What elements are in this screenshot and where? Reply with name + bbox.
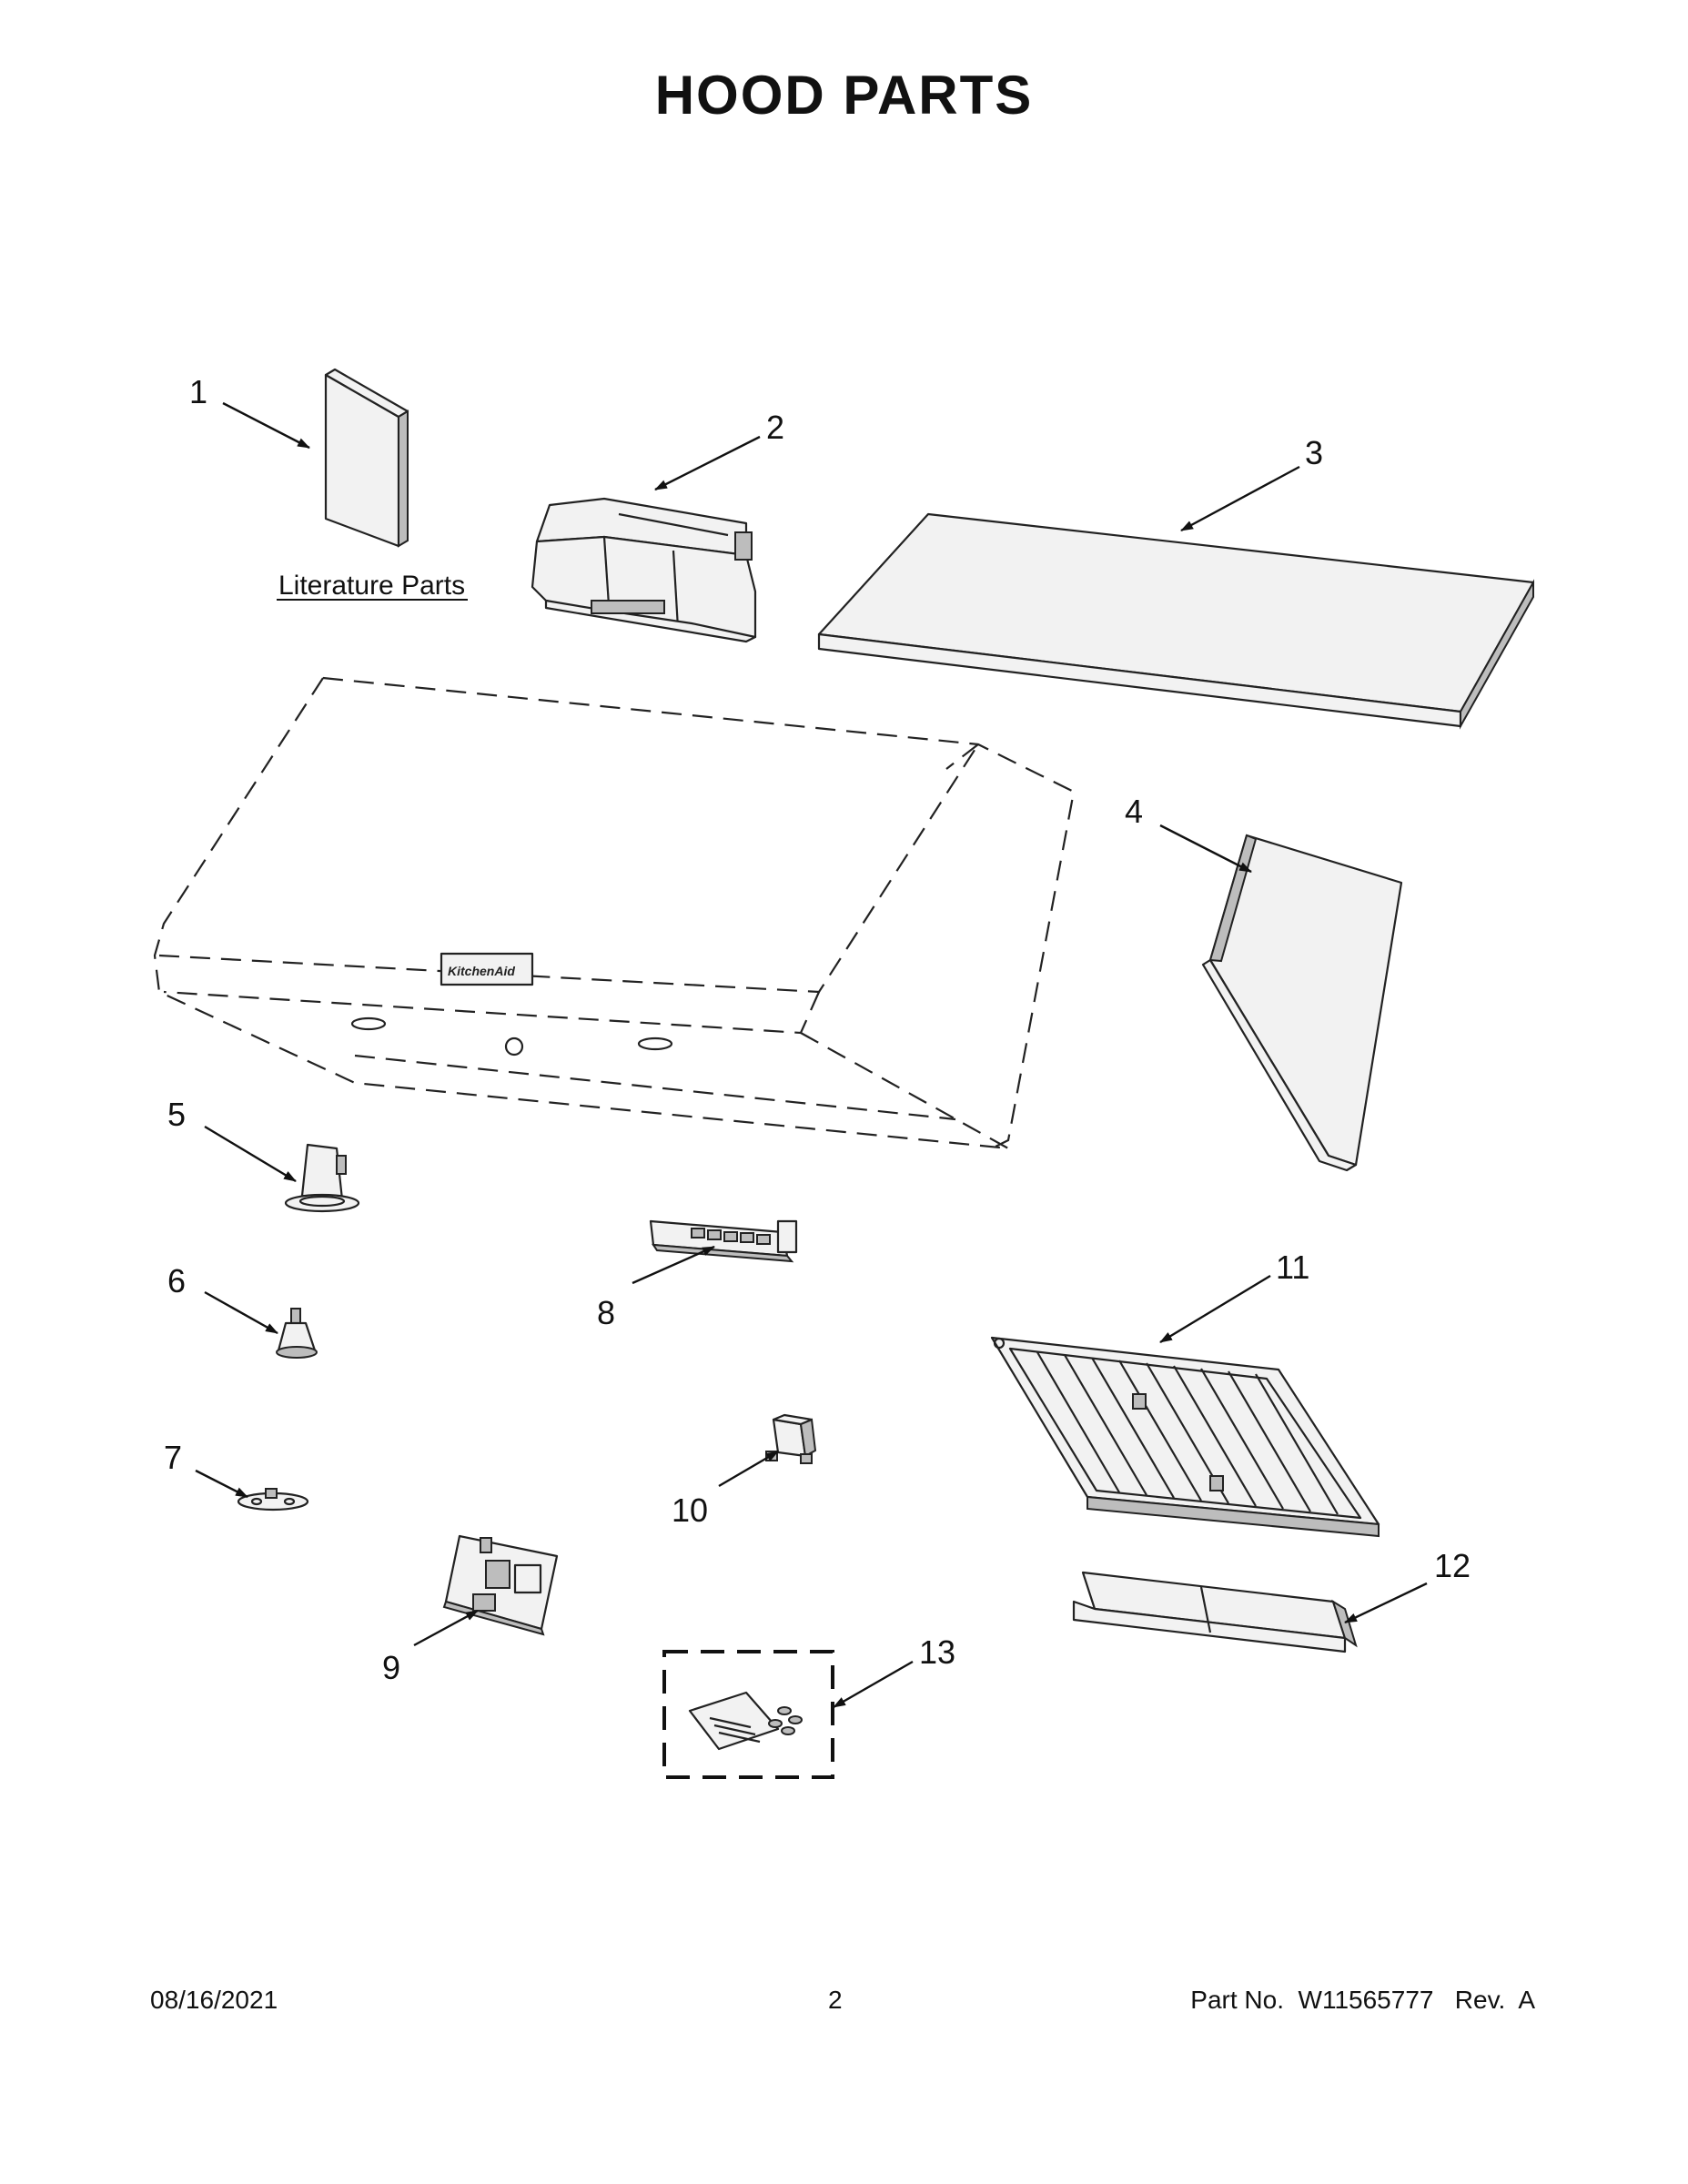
callout-13: 13 — [919, 1633, 955, 1671]
part-12-trim — [1072, 1571, 1358, 1653]
literature-parts-label: Literature Parts — [278, 571, 465, 601]
callout-11: 11 — [1276, 1249, 1309, 1286]
part-4-side-panel — [1201, 834, 1403, 1172]
hood-body-outline: KitchenAid — [153, 676, 1076, 1150]
hood-logo: KitchenAid — [448, 964, 515, 978]
part-10-relay — [765, 1413, 817, 1464]
part-13-hardware-kit — [662, 1650, 834, 1779]
part-3-panel — [817, 512, 1535, 730]
callout-8: 8 — [597, 1294, 615, 1331]
part-9-board — [442, 1534, 559, 1636]
callout-3: 3 — [1305, 434, 1323, 471]
part-7-lens — [237, 1488, 309, 1512]
part-2-blower — [531, 497, 757, 643]
callout-labels: 1 2 3 4 5 6 7 8 9 10 11 12 13 — [164, 373, 1471, 1686]
part-1-literature: Literature Parts — [277, 368, 468, 601]
callout-4: 4 — [1125, 793, 1143, 830]
footer-part-number: Part No. W11565777 Rev. A — [1190, 1986, 1535, 2014]
part-6-bulb — [276, 1308, 318, 1359]
callout-1: 1 — [189, 373, 207, 410]
part-11-filter — [990, 1336, 1380, 1538]
callout-arrows — [195, 401, 1428, 1709]
callout-12: 12 — [1434, 1547, 1471, 1584]
part-5-light-housing — [284, 1143, 360, 1213]
footer-page-number: 2 — [828, 1986, 843, 2014]
callout-9: 9 — [382, 1649, 400, 1686]
callout-5: 5 — [167, 1096, 186, 1133]
page-title: HOOD PARTS — [654, 65, 1034, 126]
callout-2: 2 — [766, 409, 784, 446]
callout-7: 7 — [164, 1439, 182, 1476]
callout-10: 10 — [672, 1491, 708, 1529]
callout-6: 6 — [167, 1262, 186, 1299]
footer-date: 08/16/2021 — [150, 1986, 278, 2014]
part-8-control — [649, 1219, 798, 1263]
